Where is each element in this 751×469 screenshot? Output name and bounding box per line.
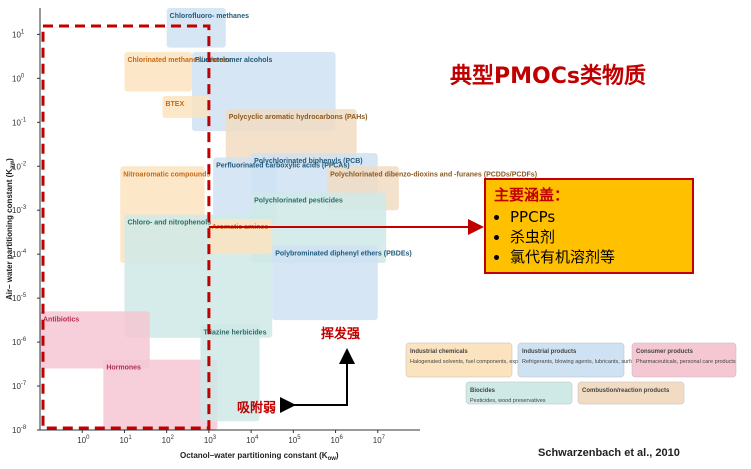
legend-item: [577, 381, 685, 405]
legend-label: Consumer products: [636, 349, 694, 355]
y-tick-exponent: -2: [21, 161, 27, 167]
x-axis-label-close: ): [336, 451, 339, 460]
trend-arrow-up: [292, 348, 355, 406]
group-label: Fluorotelomer alcohols: [195, 57, 273, 64]
page-title: 典型PMOCs类物质: [450, 64, 646, 89]
x-tick-exponent: 5: [297, 435, 301, 441]
x-tick-exponent: 4: [255, 435, 259, 441]
group-label: Chlorofluoro- methanes: [170, 13, 249, 20]
y-tick-exponent: 1: [21, 29, 25, 35]
group-region: [124, 51, 192, 92]
y-tick-label: 10-3: [12, 205, 27, 215]
x-tick-label: 104: [246, 435, 259, 445]
y-tick-exponent: -4: [21, 249, 27, 255]
note-list: PPCPs 杀虫剂 氯代有机溶剂等: [494, 207, 684, 267]
group-region: [225, 109, 357, 167]
volatility-label: 挥发强: [321, 327, 361, 342]
note-item: 杀虫剂: [510, 227, 684, 247]
overlay-layer: [41, 24, 484, 430]
x-axis-label: Octanol–water partitioning constant (Kow…: [180, 451, 339, 462]
y-tick-exponent: -1: [21, 117, 27, 123]
x-tick-exponent: 3: [213, 435, 217, 441]
group-label: BTEX: [165, 101, 184, 108]
legend-label: Industrial products: [522, 349, 577, 355]
group-label: Polycyclic aromatic hydrocarbons (PAHs): [229, 114, 368, 121]
y-tick-label: 10-2: [12, 161, 27, 171]
group-label: Triazine herbicides: [203, 330, 266, 337]
y-tick-exponent: 0: [21, 73, 25, 79]
y-axis-label-sub: aw: [10, 161, 16, 169]
y-axis-label-close: ): [5, 158, 14, 161]
y-tick-label: 10-7: [12, 381, 27, 391]
x-tick-label: 107: [373, 435, 386, 445]
group-label: Antibiotics: [43, 316, 79, 323]
y-tick-label: 100: [12, 73, 25, 83]
x-tick-exponent: 1: [128, 435, 132, 441]
note-item: 氯代有机溶剂等: [510, 247, 684, 267]
x-tick-exponent: 7: [382, 435, 386, 441]
legend-desc: Pharmaceuticals, personal care products: [636, 359, 736, 365]
y-tick-label: 10-1: [12, 117, 27, 127]
y-tick-exponent: -6: [21, 337, 27, 343]
group-region: [40, 311, 150, 369]
x-tick-label: 106: [331, 435, 344, 445]
x-tick-label: 101: [119, 435, 132, 445]
legend-desc: Halogenated solvents, fuel components, e…: [410, 359, 535, 365]
x-tick-label: 105: [288, 435, 301, 445]
group-region: [162, 95, 209, 118]
group-label: Polybrominated diphenyl ethers (PBDEs): [275, 250, 412, 257]
group-label: Nitroaromatic compounds: [123, 171, 210, 178]
region-layer: [40, 8, 399, 430]
group-label: Polychlorinated pesticides: [254, 198, 343, 205]
y-tick-label: 10-4: [12, 249, 27, 259]
y-tick-exponent: -3: [21, 205, 27, 211]
citation: Schwarzenbach et al., 2010: [538, 447, 680, 459]
group-region: [200, 324, 260, 422]
x-tick-exponent: 6: [339, 435, 343, 441]
y-tick-label: 10-8: [12, 425, 27, 435]
group-region: [166, 8, 226, 48]
legend-item: [517, 342, 625, 378]
group-label: Chloro- and nitrophenols: [127, 220, 211, 227]
x-axis-label-sub: ow: [328, 456, 337, 462]
legend-desc: Refrigerants, blowing agents, lubricants…: [522, 359, 691, 365]
y-axis-label: Air– water partitioning constant (Kaw): [5, 158, 16, 300]
legend-item: [465, 381, 573, 405]
y-tick-exponent: -8: [21, 425, 27, 431]
y-tick-exponent: -5: [21, 293, 27, 299]
group-label: Polychlorinated dibenzo-dioxins and -fur…: [330, 171, 537, 178]
group-region: [272, 245, 378, 321]
x-tick-exponent: 0: [86, 435, 90, 441]
adsorption-label: 吸附弱: [237, 401, 277, 416]
x-tick-label: 103: [204, 435, 217, 445]
legend-label: Biocides: [470, 388, 496, 394]
group-label: Polychlorinated biphenyls (PCB): [254, 158, 363, 165]
note-item: PPCPs: [510, 207, 684, 227]
highlight-region: [41, 24, 211, 430]
y-tick-exponent: -7: [21, 381, 27, 387]
legend-label: Combustion/reaction products: [582, 388, 670, 394]
y-tick-label: 10-6: [12, 337, 27, 347]
x-tick-label: 100: [77, 435, 90, 445]
x-tick-exponent: 2: [171, 435, 175, 441]
coverage-note-box: 主要涵盖： PPCPs 杀虫剂 氯代有机溶剂等: [484, 178, 694, 274]
y-tick-label: 10-5: [12, 293, 27, 303]
y-tick-label: 101: [12, 29, 25, 39]
x-tick-label: 102: [162, 435, 175, 445]
legend-item: [631, 342, 737, 378]
group-label: Perfluorinated carboxylic acids (PFCAs): [216, 162, 349, 169]
note-heading: 主要涵盖：: [494, 186, 570, 204]
legend-label: Industrial chemicals: [410, 349, 468, 355]
group-region: [103, 359, 218, 430]
legend-item: [405, 342, 513, 378]
legend-desc: Pesticides, wood preservatives: [470, 398, 546, 404]
group-label: Hormones: [106, 365, 141, 372]
group-label: Chlorinated methanes/ ethenes: [127, 57, 231, 64]
